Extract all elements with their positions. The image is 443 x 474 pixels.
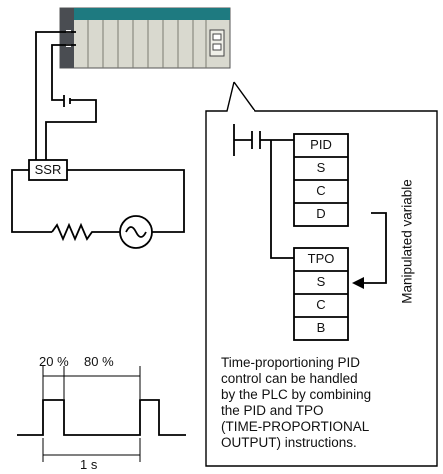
pid-block xyxy=(293,133,349,227)
ladder-contact xyxy=(233,124,294,259)
manipulated-variable-label: Manipulated variable xyxy=(399,179,415,304)
on-percent-label: 20 % xyxy=(39,354,69,369)
tpo-title: TPO xyxy=(307,251,335,266)
manipulated-variable-arrow xyxy=(362,212,387,284)
resistor-icon xyxy=(51,222,120,242)
pid-operand-d: D xyxy=(316,206,326,221)
output-wiring xyxy=(35,31,97,168)
off-percent-label: 80 % xyxy=(84,354,114,369)
ssr-label: SSR xyxy=(34,162,62,177)
tpo-operand-c: C xyxy=(316,297,326,312)
ac-source-icon xyxy=(119,215,153,249)
tpo-block xyxy=(293,247,349,341)
period-label: 1 s xyxy=(80,457,98,472)
timing-waveform xyxy=(17,399,186,436)
tpo-operand-b: B xyxy=(316,320,326,335)
load-circuit xyxy=(11,169,185,249)
plc-rack xyxy=(59,7,231,69)
pid-title: PID xyxy=(310,137,332,152)
pid-operand-c: C xyxy=(316,183,326,198)
sine-wave-icon xyxy=(125,226,147,238)
arrow-head-icon xyxy=(352,277,364,289)
timing-dimension-lines xyxy=(42,366,141,462)
callout-box xyxy=(205,81,438,467)
description-text: Time-proportioning PID control can be ha… xyxy=(221,355,372,450)
pid-operand-s: S xyxy=(316,160,326,175)
tpo-operand-s: S xyxy=(316,274,326,289)
